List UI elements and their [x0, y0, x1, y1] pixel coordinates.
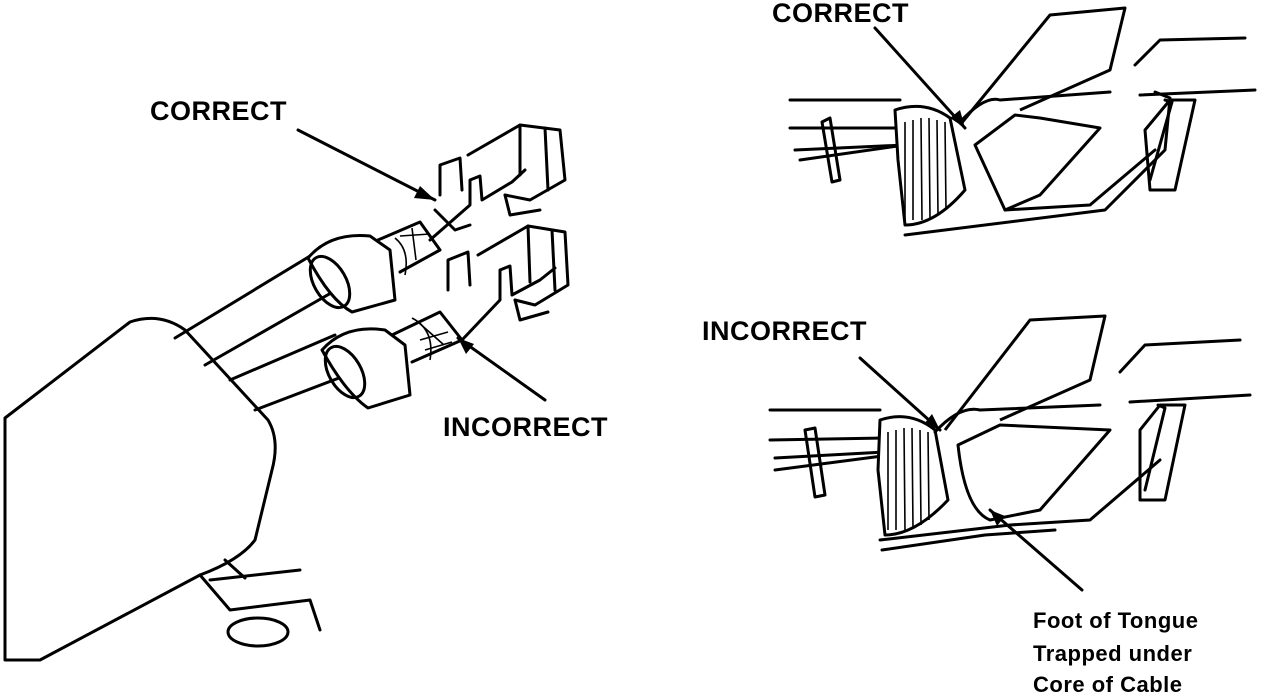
- right-incorrect-label: INCORRECT: [702, 316, 867, 346]
- foot-note-line-2: Trapped under: [1033, 641, 1192, 666]
- connector-illustration: [3, 123, 570, 662]
- right-correct-label: CORRECT: [772, 0, 909, 28]
- foot-note-line-3: Core of Cable: [1033, 672, 1183, 696]
- left-incorrect-label: INCORRECT: [443, 412, 608, 442]
- foot-note-line-1: Foot of Tongue: [1033, 608, 1198, 633]
- incorrect-crimp-illustration: [768, 314, 1252, 592]
- correct-crimp-illustration: [788, 6, 1257, 237]
- left-correct-label: CORRECT: [150, 96, 287, 126]
